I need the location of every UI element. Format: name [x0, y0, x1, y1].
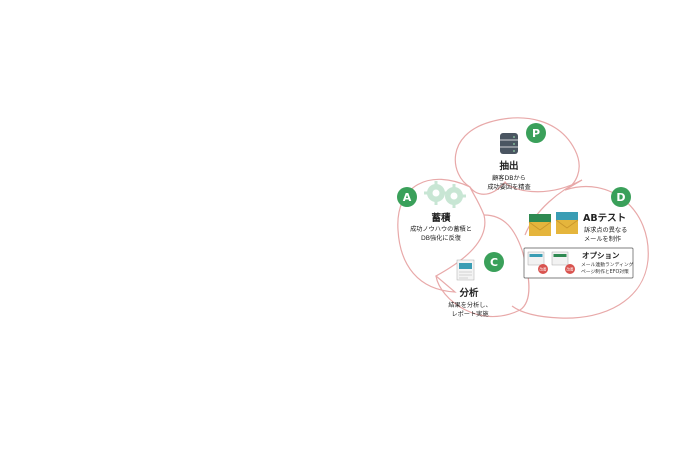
- step-c-line1: 結果を分析し、: [448, 301, 491, 309]
- envelopes-icon: [528, 212, 579, 236]
- step-d-line1: 訴求点の異なる: [584, 226, 627, 234]
- badge-d-label: D: [616, 191, 625, 204]
- improve-badge-2: 改善: [565, 264, 575, 274]
- option-line1: メール連動ランディング: [581, 261, 634, 268]
- step-p-title: 抽出: [499, 160, 518, 172]
- landing-page-thumbnail-icon: [527, 251, 569, 266]
- step-a-line2: DB強化に反復: [421, 234, 462, 242]
- badge-a-label: A: [403, 191, 412, 204]
- step-c-title: 分析: [459, 287, 479, 299]
- step-d-line2: メールを制作: [584, 235, 621, 243]
- step-d-title: ABテスト: [583, 213, 626, 224]
- step-a-line1: 成功ノウハウの蓄積と: [410, 225, 472, 233]
- badge-c: C: [484, 252, 504, 272]
- option-title: オプション: [582, 250, 620, 260]
- improve-badge-1: 改善: [538, 264, 548, 274]
- step-p-line1: 顧客DBから: [492, 174, 526, 182]
- step-a: A 蓄積 成功ノウハウの蓄積と DB強化に反復: [397, 181, 472, 242]
- badge-c-label: C: [490, 256, 498, 269]
- gears-icon: [424, 181, 466, 208]
- step-d: D ABテスト 訴求点の異なる メールを制作 改善: [523, 187, 634, 279]
- badge-p: P: [526, 123, 546, 143]
- report-icon: [456, 259, 475, 281]
- step-p: P 抽出 顧客DBから 成功要因を精査: [487, 123, 546, 191]
- badge-a: A: [397, 187, 417, 207]
- option-box: 改善 改善 オプション メール連動ランディング ページ制作とEFO対策: [523, 247, 634, 279]
- option-line2: ページ制作とEFO対策: [581, 268, 629, 275]
- svg-text:改善: 改善: [540, 266, 548, 271]
- badge-d: D: [611, 187, 631, 207]
- svg-text:改善: 改善: [567, 266, 575, 271]
- step-c: C 分析 結果を分析し、 レポート実施: [448, 252, 504, 318]
- step-p-line2: 成功要因を精査: [487, 183, 530, 191]
- badge-p-label: P: [532, 127, 540, 140]
- step-a-title: 蓄積: [431, 212, 451, 224]
- step-c-line2: レポート実施: [451, 310, 488, 318]
- database-icon: [500, 133, 518, 154]
